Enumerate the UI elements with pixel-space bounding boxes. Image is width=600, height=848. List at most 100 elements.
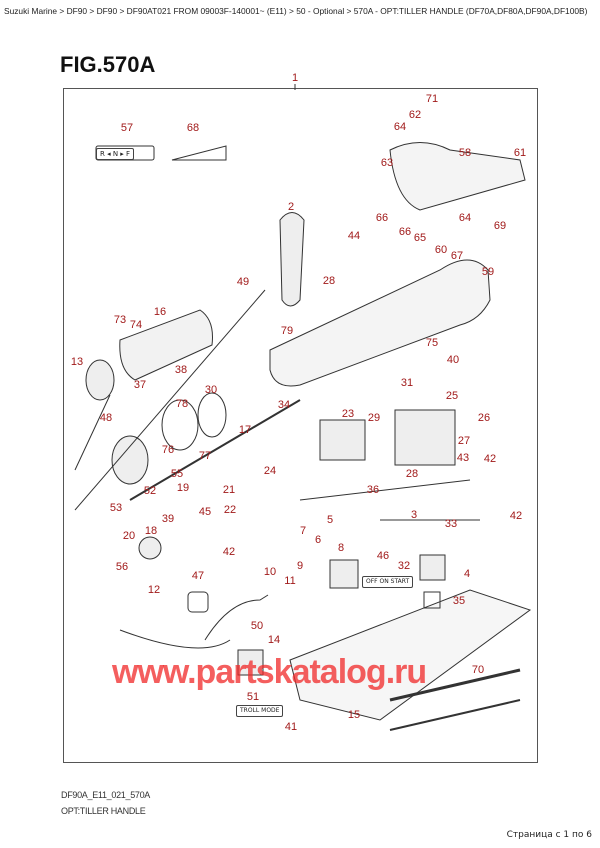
callout-74[interactable]: 74 (129, 319, 143, 331)
callout-42[interactable]: 42 (222, 546, 236, 558)
callout-61[interactable]: 61 (513, 147, 527, 159)
callout-25[interactable]: 25 (445, 390, 459, 402)
switch-label: OFF ON START (362, 576, 414, 588)
callout-31[interactable]: 31 (400, 377, 414, 389)
callout-14[interactable]: 14 (267, 634, 281, 646)
callout-56[interactable]: 56 (115, 561, 129, 573)
callout-46[interactable]: 46 (376, 550, 390, 562)
callout-21[interactable]: 21 (222, 484, 236, 496)
callout-64[interactable]: 64 (458, 212, 472, 224)
callout-33[interactable]: 33 (444, 518, 458, 530)
grip-end (85, 359, 115, 401)
callout-75[interactable]: 75 (425, 337, 439, 349)
callout-41[interactable]: 41 (284, 721, 298, 733)
callout-40[interactable]: 40 (446, 354, 460, 366)
callout-44[interactable]: 44 (347, 230, 361, 242)
callout-11[interactable]: 11 (284, 575, 296, 587)
callout-63[interactable]: 63 (380, 157, 394, 169)
harness-4 (419, 554, 446, 581)
callout-38[interactable]: 38 (174, 364, 188, 376)
callout-73[interactable]: 73 (113, 314, 127, 326)
footer-code: DF90A_E11_021_570A (61, 790, 151, 800)
callout-57[interactable]: 57 (120, 122, 134, 134)
callout-50[interactable]: 50 (250, 620, 264, 632)
leader-line (74, 394, 111, 471)
callout-27[interactable]: 27 (457, 435, 471, 447)
callout-35[interactable]: 35 (452, 595, 466, 607)
callout-53[interactable]: 53 (109, 502, 123, 514)
decal-68 (171, 145, 227, 161)
callout-51[interactable]: 51 (246, 691, 260, 703)
callout-13[interactable]: 13 (70, 356, 84, 368)
callout-5[interactable]: 5 (326, 514, 334, 526)
callout-43[interactable]: 43 (456, 452, 470, 464)
clip-47 (187, 591, 209, 613)
callout-52[interactable]: 52 (143, 485, 157, 497)
callout-77[interactable]: 77 (198, 450, 212, 462)
callout-16[interactable]: 16 (153, 306, 167, 318)
callout-66[interactable]: 66 (375, 212, 389, 224)
troll-mode-label: TROLL MODE (236, 705, 284, 717)
callout-22[interactable]: 22 (223, 504, 237, 516)
callout-62[interactable]: 62 (408, 109, 422, 121)
callout-10[interactable]: 10 (263, 566, 277, 578)
callout-1[interactable]: 1 (291, 72, 299, 84)
callout-65[interactable]: 65 (413, 232, 427, 244)
callout-34[interactable]: 34 (277, 399, 291, 411)
callout-37[interactable]: 37 (133, 379, 147, 391)
diagram-frame (63, 88, 538, 763)
callout-58[interactable]: 58 (458, 147, 472, 159)
callout-49[interactable]: 49 (236, 276, 250, 288)
callout-67[interactable]: 67 (450, 250, 464, 262)
callout-78[interactable]: 78 (175, 398, 189, 410)
callout-28[interactable]: 28 (405, 468, 419, 480)
callout-45[interactable]: 45 (198, 506, 212, 518)
callout-29[interactable]: 29 (367, 412, 381, 424)
cap-12 (138, 536, 162, 560)
callout-7[interactable]: 7 (299, 525, 307, 537)
throttle-grip (119, 309, 213, 381)
callout-26[interactable]: 26 (477, 412, 491, 424)
callout-71[interactable]: 71 (425, 93, 439, 105)
callout-19[interactable]: 19 (176, 482, 190, 494)
callout-18[interactable]: 18 (144, 525, 158, 537)
callout-60[interactable]: 60 (434, 244, 448, 256)
callout-4[interactable]: 4 (463, 568, 471, 580)
callout-76[interactable]: 76 (161, 444, 175, 456)
callout-66[interactable]: 66 (398, 226, 412, 238)
callout-32[interactable]: 32 (397, 560, 411, 572)
callout-2[interactable]: 2 (287, 201, 295, 213)
breadcrumb: Suzuki Marine > DF90 > DF90 > DF90AT021 … (4, 6, 588, 16)
callout-6[interactable]: 6 (314, 534, 322, 546)
callout-47[interactable]: 47 (191, 570, 205, 582)
callout-3[interactable]: 3 (410, 509, 418, 521)
callout-42[interactable]: 42 (483, 453, 497, 465)
shift-lever (279, 212, 305, 307)
callout-15[interactable]: 15 (347, 709, 361, 721)
callout-48[interactable]: 48 (99, 412, 113, 424)
tiller-arm (269, 259, 491, 387)
callout-70[interactable]: 70 (471, 664, 485, 676)
callout-12[interactable]: 12 (147, 584, 161, 596)
callout-64[interactable]: 64 (393, 121, 407, 133)
control-box-25 (394, 409, 456, 466)
callout-55[interactable]: 55 (170, 468, 184, 480)
collar-52 (111, 435, 149, 485)
callout-42[interactable]: 42 (509, 510, 523, 522)
callout-30[interactable]: 30 (204, 384, 218, 396)
callout-79[interactable]: 79 (280, 325, 294, 337)
callout-8[interactable]: 8 (337, 542, 345, 554)
figure-title: FIG.570A (60, 52, 156, 77)
callout-36[interactable]: 36 (366, 484, 380, 496)
callout-39[interactable]: 39 (161, 513, 175, 525)
callout-28[interactable]: 28 (322, 275, 336, 287)
callout-20[interactable]: 20 (122, 530, 136, 542)
callout-69[interactable]: 69 (493, 220, 507, 232)
callout-17[interactable]: 17 (238, 424, 252, 436)
callout-9[interactable]: 9 (296, 560, 304, 572)
coil-cord (204, 594, 269, 641)
callout-59[interactable]: 59 (481, 266, 495, 278)
callout-24[interactable]: 24 (263, 465, 277, 477)
callout-23[interactable]: 23 (341, 408, 355, 420)
callout-68[interactable]: 68 (186, 122, 200, 134)
